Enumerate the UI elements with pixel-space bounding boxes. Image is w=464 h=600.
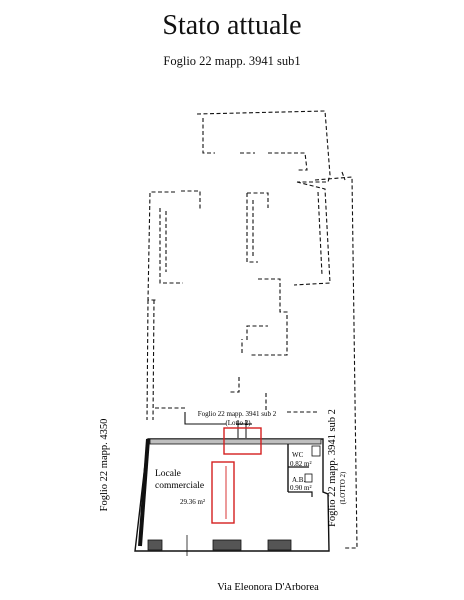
room-main-area: 29.36 m² [180,498,205,506]
room-main-label-1: Locale [155,469,181,479]
street-label: Via Eleonora D'Arborea [217,582,319,593]
neighbor-top-label-1: Foglio 22 mapp. 3941 sub 2 [198,410,277,418]
drawing-subtitle: Foglio 22 mapp. 3941 sub1 [163,54,301,68]
room-ab-area: 0.90 m² [290,484,312,492]
neighbor-top-label-2: (Lotto 2) [225,419,251,427]
highlight-stair-main [211,461,235,524]
room-main-label-2: commerciale [155,481,204,491]
room-wc-area: 0.82 m² [290,460,312,468]
room-ab-label: A.B. [292,476,305,484]
commercial-unit [134,412,330,556]
neighbor-right-label-2: (LOTTO 2) [339,471,347,504]
neighbor-left-label: Foglio 22 mapp. 4350 [99,419,110,512]
highlight-stair-top [223,427,262,455]
room-wc-label: WC [292,451,304,459]
highlight-marks [211,427,262,524]
drawing-title: Stato attuale [162,10,302,41]
neighbor-right-label-1: Foglio 22 mapp. 3941 sub 2 [327,409,338,527]
neighbor-outline [146,110,358,549]
